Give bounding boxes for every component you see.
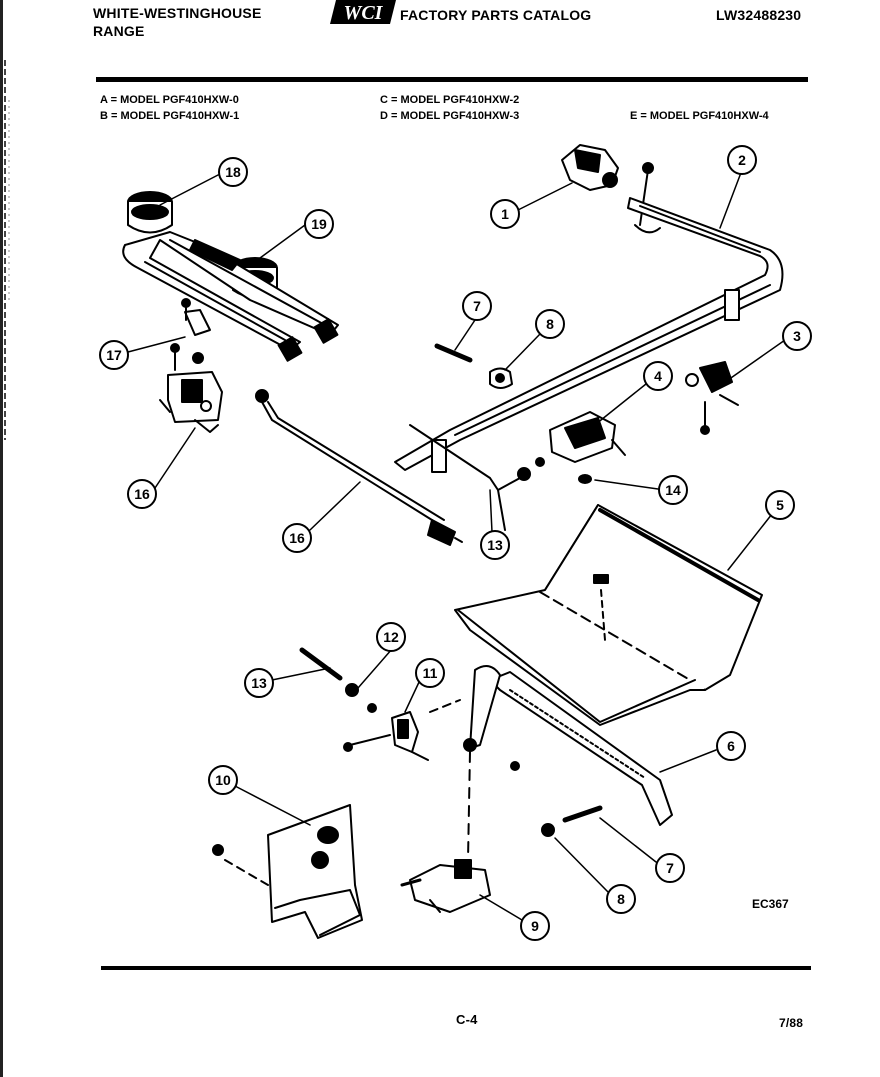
footer-rule [101, 966, 811, 970]
revision-date: 7/88 [779, 1016, 804, 1030]
part-16-igniter-wire [255, 389, 463, 546]
scan-edge-noise [0, 0, 10, 1077]
burner-assembly [122, 191, 339, 362]
callout-label-10: 10 [215, 772, 231, 788]
part-1-valve [561, 144, 619, 191]
callout-5 [765, 490, 795, 520]
product-type: RANGE [93, 23, 145, 39]
callout-label-7b: 7 [666, 860, 674, 876]
callout-13b [244, 668, 274, 698]
part-16-orifice-holder [159, 343, 223, 433]
callout-label-18: 18 [225, 164, 241, 180]
callout-label-1: 1 [501, 206, 509, 222]
callout-7b [655, 853, 685, 883]
part-12-nut-a [345, 683, 359, 697]
callout-label-12: 12 [383, 629, 399, 645]
callout-label-8b: 8 [617, 891, 625, 907]
callout-1 [490, 199, 520, 229]
callout-3 [782, 321, 812, 351]
callout-label-13b: 13 [251, 675, 267, 691]
callout-19 [304, 209, 334, 239]
callout-label-9: 9 [531, 918, 539, 934]
callout-label-16a: 16 [134, 486, 150, 502]
callout-11 [415, 658, 445, 688]
brand-name: WHITE-WESTINGHOUSE [93, 5, 262, 21]
callout-17 [99, 340, 129, 370]
model-b: B = MODEL PGF410HXW-1 [100, 110, 240, 122]
callout-10 [208, 765, 238, 795]
callout-16b [282, 523, 312, 553]
part-7-pin-lower [562, 805, 603, 823]
part-2-screw [639, 169, 649, 226]
callout-label-14: 14 [665, 482, 681, 498]
part-6-rail [463, 665, 673, 861]
callout-7a [462, 291, 492, 321]
part-11-bracket [343, 699, 461, 761]
callout-8a [535, 309, 565, 339]
callout-8b [606, 884, 636, 914]
part-13-tube-top [409, 424, 531, 531]
callout-9 [520, 911, 550, 941]
model-d: D = MODEL PGF410HXW-3 [380, 110, 520, 122]
part-2-manifold [394, 197, 784, 473]
callout-13a [480, 530, 510, 560]
part-4-valve [535, 411, 626, 467]
model-e: E = MODEL PGF410HXW-4 [630, 110, 769, 122]
part-14-screw [578, 474, 592, 484]
callout-label-2: 2 [738, 152, 746, 168]
callout-label-11: 11 [423, 665, 438, 681]
model-c: C = MODEL PGF410HXW-2 [380, 94, 520, 106]
part-3-valve [685, 361, 739, 435]
callout-label-8a: 8 [546, 316, 554, 332]
callout-12 [376, 622, 406, 652]
callout-label-17: 17 [106, 347, 122, 363]
part-8-nut-lower [541, 823, 555, 837]
part-9-valve [400, 859, 491, 913]
wci-logo: WCI [330, 0, 396, 24]
callout-label-5: 5 [776, 497, 784, 513]
callout-14 [658, 475, 688, 505]
callout-label-3: 3 [793, 328, 801, 344]
callout-label-19: 19 [311, 216, 327, 232]
page-number: C-4 [456, 1012, 478, 1027]
part-screw-6 [510, 761, 520, 771]
catalog-code: LW32488230 [716, 7, 802, 23]
diagram-code: EC367 [752, 897, 789, 911]
part-8-nut-top [489, 367, 513, 389]
callout-label-13a: 13 [487, 537, 503, 553]
part-12-nut-b [367, 703, 377, 713]
part-5-panel [454, 504, 763, 726]
callout-4 [643, 361, 673, 391]
callout-label-16b: 16 [289, 530, 305, 546]
callout-16a [127, 479, 157, 509]
catalog-title: FACTORY PARTS CATALOG [400, 7, 592, 23]
callout-label-7a: 7 [473, 298, 481, 314]
part-17-bracket [181, 298, 211, 364]
callout-18 [218, 157, 248, 187]
callout-label-6: 6 [727, 738, 735, 754]
callout-label-4: 4 [654, 368, 662, 384]
part-7-pin-top [434, 343, 473, 363]
header-rule [96, 77, 808, 82]
part-10-plate [212, 804, 363, 939]
callout-6 [716, 731, 746, 761]
part-13-pin-lower [299, 647, 343, 681]
model-a: A = MODEL PGF410HXW-0 [100, 94, 239, 106]
logo-text: WCI [344, 2, 384, 24]
callout-2 [727, 145, 757, 175]
